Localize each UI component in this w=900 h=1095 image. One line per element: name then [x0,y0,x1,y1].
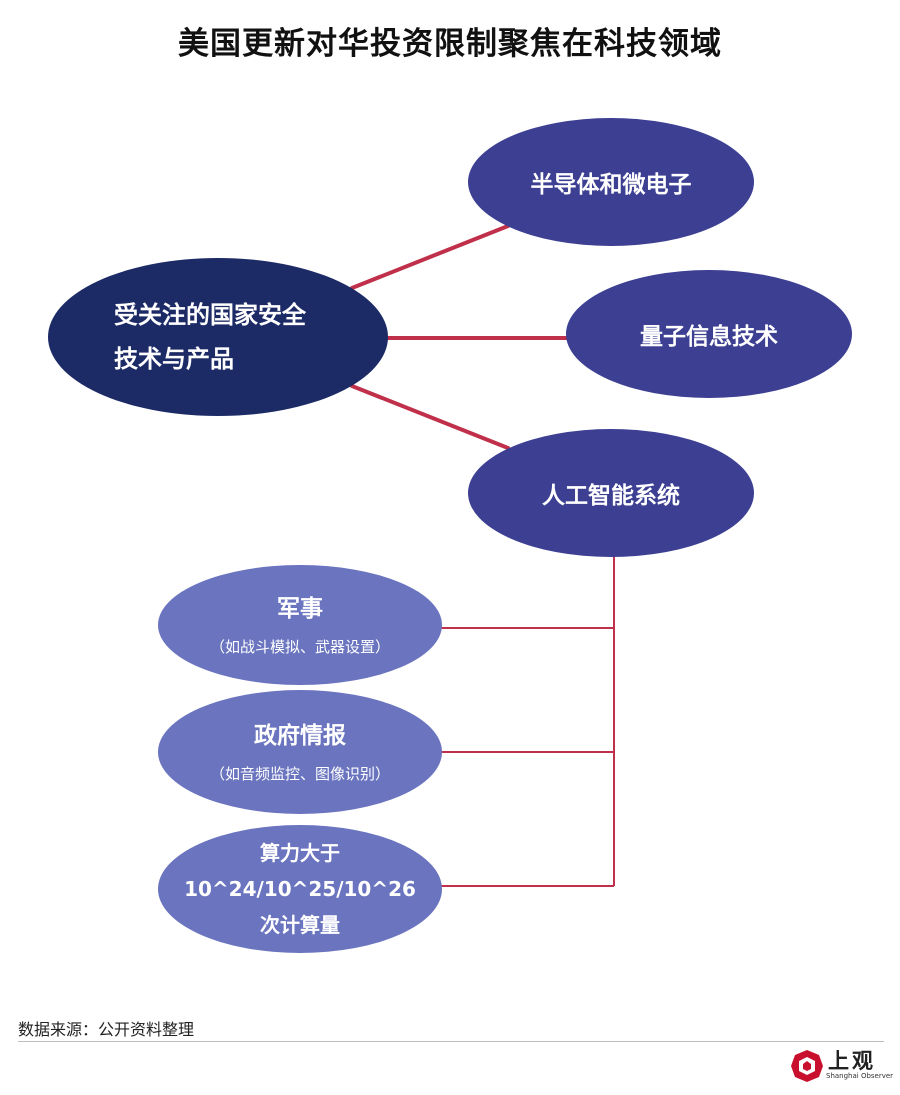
subnode-heading: 军事 [277,595,323,622]
subnode-line: 次计算量 [260,913,340,937]
root-node-national-security-tech: 受关注的国家安全 技术与产品 [48,258,388,416]
logo-subtitle: Shanghai Observer [826,1072,894,1080]
connector-root-ai [350,384,510,450]
logo-name: 上观 [828,1048,876,1073]
subnode-government-intelligence: 政府情报 （如音频监控、图像识别） [158,690,442,814]
subnode-line: 算力大于 [260,841,340,865]
root-label-line2: 技术与产品 [114,345,234,373]
subnode-note: （如战斗模拟、武器设置） [209,637,390,656]
node-label: 量子信息技术 [640,324,778,350]
logo-mark-icon [791,1050,823,1082]
connector-root-semiconductor [350,224,510,290]
node-label: 人工智能系统 [542,483,680,509]
footer-divider [18,1041,884,1042]
subnode-compute-threshold: 算力大于 10^24/10^25/10^26 次计算量 [158,825,442,953]
subnode-line: 10^24/10^25/10^26 [184,877,416,901]
data-source-note: 数据来源：公开资料整理 [18,1020,195,1039]
diagram-title: 美国更新对华投资限制聚焦在科技领域 [178,26,722,62]
subnode-note: （如音频监控、图像识别） [209,764,390,783]
node-quantum: 量子信息技术 [566,270,852,398]
node-label: 半导体和微电子 [530,172,692,198]
subnode-heading: 政府情报 [254,722,346,749]
root-label-line1: 受关注的国家安全 [114,301,306,329]
subnode-military: 军事 （如战斗模拟、武器设置） [158,565,442,685]
shanghai-observer-logo: 上观 Shanghai Observer [790,1045,894,1087]
node-semiconductors: 半导体和微电子 [468,118,754,246]
node-ai-systems: 人工智能系统 [468,429,754,557]
